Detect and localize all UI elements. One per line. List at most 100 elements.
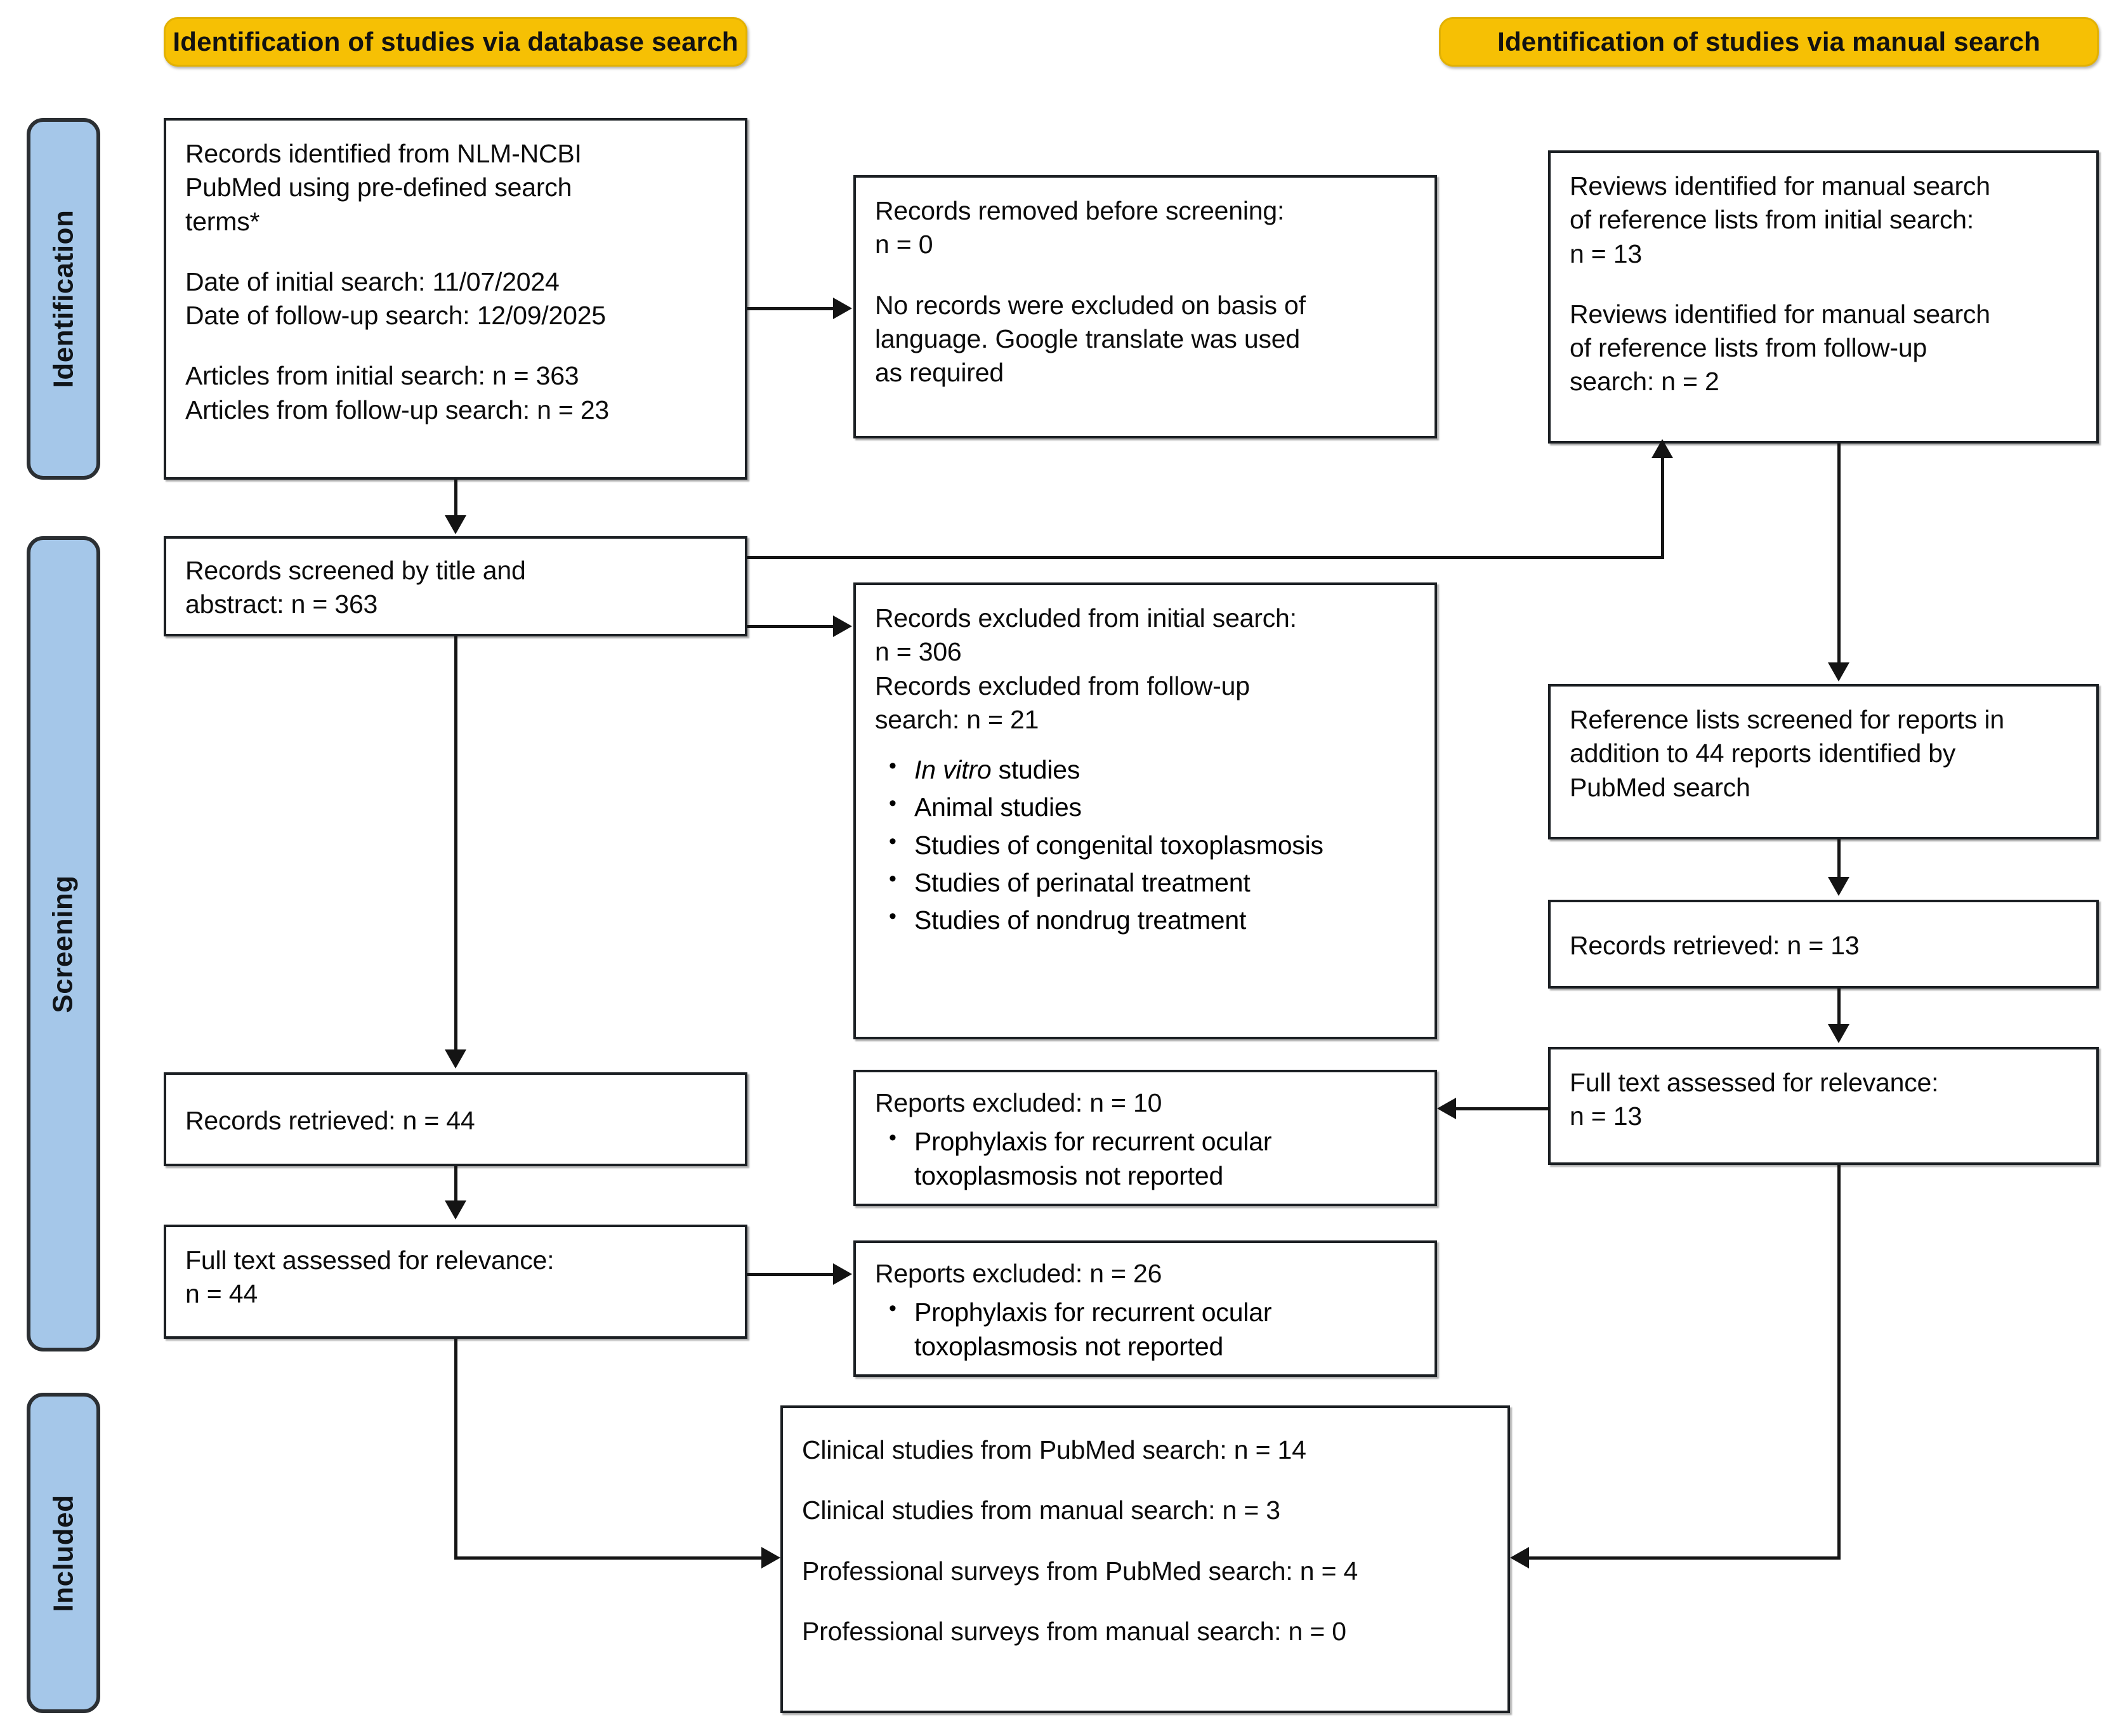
reference-lists-line-1: Reference lists screened for reports in xyxy=(1570,705,2004,734)
phase-label-screening: Screening xyxy=(48,874,79,1013)
reports-excluded-10-bullet-list: Prophylaxis for recurrent ocular toxopla… xyxy=(875,1124,1417,1193)
arrowhead-fulltext-db-to-included xyxy=(761,1547,780,1568)
full-text-db-line-1: Full text assessed for relevance: xyxy=(185,1246,555,1275)
records-retrieved-db-line-1: Records retrieved: n = 44 xyxy=(185,1106,475,1136)
connector-fulltext-db-to-excluded26 xyxy=(747,1273,834,1276)
full-text-manual-line-1: Full text assessed for relevance: xyxy=(1570,1068,1939,1097)
reviews-identified-followup-line-3: search: n = 2 xyxy=(1570,367,1719,397)
records-excluded-bullet-list: In vitro studies Animal studies Studies … xyxy=(875,752,1417,937)
records-excluded-line-4: search: n = 21 xyxy=(875,704,1039,734)
connector-fulltext-manual-to-excluded10 xyxy=(1456,1107,1550,1110)
records-identified-date-initial: Date of initial search: 11/07/2024 xyxy=(185,266,560,296)
reports-excluded-26-line-1: Reports excluded: n = 26 xyxy=(875,1259,1162,1288)
phase-bar-identification: Identification xyxy=(27,118,100,480)
box-reports-excluded-10: Reports excluded: n = 10 Prophylaxis for… xyxy=(853,1070,1437,1206)
connector-fulltext-db-to-included-vertical xyxy=(454,1339,457,1560)
reviews-identified-followup-line-2: of reference lists from follow-up xyxy=(1570,333,1927,363)
connector-reference-lists-to-retrieved xyxy=(1837,839,1841,881)
records-excluded-bullet-3: Studies of congenital toxoplasmosis xyxy=(889,827,1417,862)
connector-screened-to-excluded xyxy=(747,625,834,628)
arrowhead-fulltext-manual-to-excluded10 xyxy=(1437,1098,1456,1119)
connector-screened-to-reviews-horizontal xyxy=(747,556,1664,559)
records-excluded-bullet-4: Studies of perinatal treatment xyxy=(889,865,1417,900)
arrowhead-fulltext-db-to-excluded26 xyxy=(833,1263,852,1285)
reports-excluded-10-bullet-1: Prophylaxis for recurrent ocular toxopla… xyxy=(889,1124,1417,1193)
connector-identified-to-removed xyxy=(747,307,834,310)
box-reports-excluded-26: Reports excluded: n = 26 Prophylaxis for… xyxy=(853,1240,1437,1377)
phase-label-identification: Identification xyxy=(48,209,79,388)
connector-retrieved-db-to-fulltext xyxy=(454,1166,457,1203)
included-studies-line-3: Professional surveys from PubMed search:… xyxy=(802,1556,1358,1586)
box-records-removed: Records removed before screening: n = 0 … xyxy=(853,175,1437,438)
reference-lists-line-2: addition to 44 reports identified by xyxy=(1570,739,1956,768)
phase-label-included: Included xyxy=(48,1494,79,1612)
arrowhead-retrieved-db-to-fulltext xyxy=(445,1200,466,1220)
records-identified-line-2: PubMed using pre-defined search xyxy=(185,173,572,202)
box-reviews-identified: Reviews identified for manual search of … xyxy=(1548,150,2099,444)
box-records-retrieved-db: Records retrieved: n = 44 xyxy=(164,1072,747,1166)
connector-fulltext-manual-to-included-vertical xyxy=(1837,1165,1841,1560)
records-excluded-line-3: Records excluded from follow-up xyxy=(875,671,1250,700)
arrowhead-screened-to-reviews xyxy=(1651,439,1673,458)
included-studies-line-4: Professional surveys from manual search:… xyxy=(802,1616,1346,1646)
section-header-database-search-label: Identification of studies via database s… xyxy=(173,27,739,56)
records-excluded-line-1: Records excluded from initial search: xyxy=(875,603,1297,633)
box-full-text-manual: Full text assessed for relevance: n = 13 xyxy=(1548,1047,2099,1165)
records-excluded-line-2: n = 306 xyxy=(875,637,962,667)
included-studies-line-1: Clinical studies from PubMed search: n =… xyxy=(802,1435,1306,1464)
records-screened-line-2: abstract: n = 363 xyxy=(185,589,378,619)
box-full-text-db: Full text assessed for relevance: n = 44 xyxy=(164,1225,747,1339)
full-text-db-line-2: n = 44 xyxy=(185,1279,258,1309)
records-screened-line-1: Records screened by title and xyxy=(185,556,526,585)
connector-retrieved-manual-to-fulltext xyxy=(1837,989,1841,1028)
connector-fulltext-db-to-included-horizontal xyxy=(454,1556,765,1560)
reports-excluded-10-line-1: Reports excluded: n = 10 xyxy=(875,1088,1162,1117)
full-text-manual-line-2: n = 13 xyxy=(1570,1101,1642,1131)
reviews-identified-followup-line-1: Reviews identified for manual search xyxy=(1570,299,1990,329)
reference-lists-line-3: PubMed search xyxy=(1570,772,1750,802)
records-removed-note-1: No records were excluded on basis of xyxy=(875,290,1306,320)
records-removed-note-3: as required xyxy=(875,358,1004,388)
connector-screened-to-reviews-vertical xyxy=(1661,452,1664,558)
records-removed-note-2: language. Google translate was used xyxy=(875,324,1300,353)
arrowhead-fulltext-manual-to-included xyxy=(1510,1547,1529,1568)
box-included-studies: Clinical studies from PubMed search: n =… xyxy=(780,1405,1510,1713)
arrowhead-screened-to-retrieved xyxy=(445,1049,466,1069)
section-header-database-search: Identification of studies via database s… xyxy=(164,17,747,67)
reviews-identified-line-1: Reviews identified for manual search xyxy=(1570,171,1990,201)
box-reference-lists-screened: Reference lists screened for reports in … xyxy=(1548,684,2099,839)
connector-identified-to-screened xyxy=(454,480,457,519)
arrowhead-retrieved-manual-to-fulltext xyxy=(1828,1024,1849,1043)
reports-excluded-26-bullet-list: Prophylaxis for recurrent ocular toxopla… xyxy=(875,1294,1417,1364)
box-records-screened: Records screened by title and abstract: … xyxy=(164,536,747,636)
arrowhead-reference-lists-to-retrieved xyxy=(1828,877,1849,896)
connector-screened-to-retrieved xyxy=(454,636,457,1052)
arrowhead-identified-to-screened xyxy=(445,515,466,534)
reviews-identified-line-2: of reference lists from initial search: xyxy=(1570,205,1974,235)
arrowhead-identified-to-removed xyxy=(833,298,852,319)
phase-bar-screening: Screening xyxy=(27,536,100,1351)
included-studies-line-2: Clinical studies from manual search: n =… xyxy=(802,1496,1280,1525)
records-identified-line-3: terms* xyxy=(185,206,260,236)
box-records-excluded: Records excluded from initial search: n … xyxy=(853,582,1437,1039)
section-header-manual-search: Identification of studies via manual sea… xyxy=(1439,17,2099,67)
records-removed-line-1: Records removed before screening: xyxy=(875,196,1285,225)
phase-bar-included: Included xyxy=(27,1393,100,1713)
connector-reviews-to-reference-lists xyxy=(1837,444,1841,666)
records-removed-line-2: n = 0 xyxy=(875,230,933,260)
records-identified-line-1: Records identified from NLM-NCBI xyxy=(185,139,582,168)
records-excluded-bullet-1: In vitro studies xyxy=(889,752,1417,787)
records-identified-articles-initial: Articles from initial search: n = 363 xyxy=(185,361,579,391)
records-excluded-bullet-2: Animal studies xyxy=(889,789,1417,824)
box-records-retrieved-manual: Records retrieved: n = 13 xyxy=(1548,900,2099,989)
reviews-identified-line-3: n = 13 xyxy=(1570,239,1642,268)
box-records-identified: Records identified from NLM-NCBI PubMed … xyxy=(164,118,747,480)
arrowhead-reviews-to-reference-lists xyxy=(1828,662,1849,681)
connector-fulltext-manual-to-included-horizontal xyxy=(1527,1556,1841,1560)
records-identified-articles-followup: Articles from follow-up search: n = 23 xyxy=(185,395,610,424)
records-excluded-bullet-5: Studies of nondrug treatment xyxy=(889,902,1417,937)
section-header-manual-search-label: Identification of studies via manual sea… xyxy=(1497,27,2040,56)
arrowhead-screened-to-excluded xyxy=(833,615,852,637)
reports-excluded-26-bullet-1: Prophylaxis for recurrent ocular toxopla… xyxy=(889,1294,1417,1364)
